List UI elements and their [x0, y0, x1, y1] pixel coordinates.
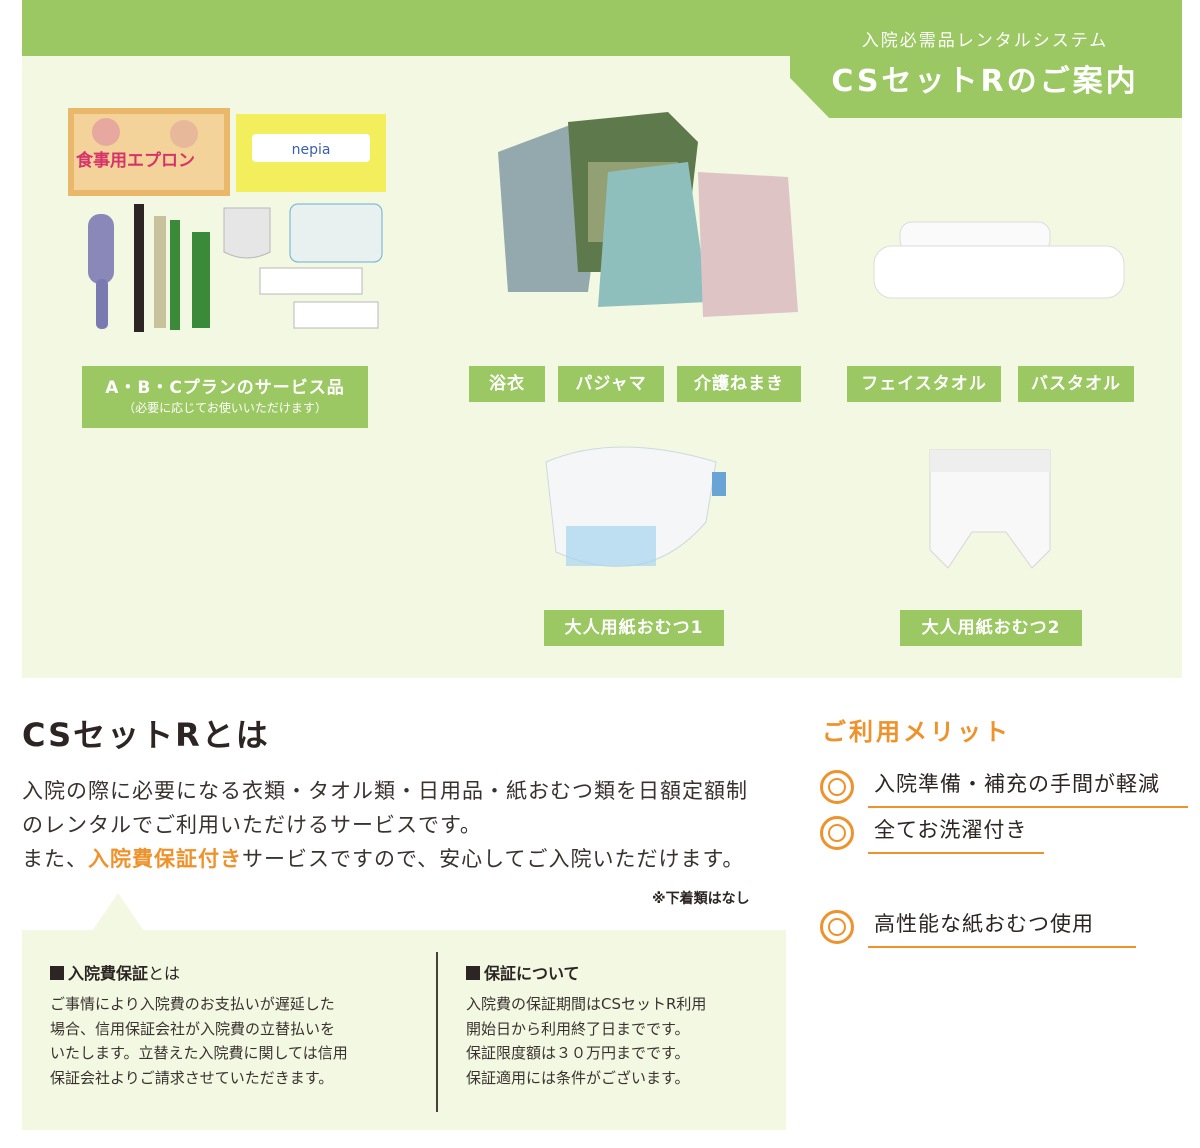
label-kaigo-nemaki: 介護ねまき	[677, 366, 801, 402]
guarantee-heading: 入院費保証とは	[50, 960, 180, 984]
square-bullet-icon	[50, 966, 64, 980]
underwear-note: ※下着類はなし	[652, 891, 750, 907]
about-line-2: のレンタルでご利用いただけるサービスです。	[22, 813, 482, 837]
header-title: CSセットRのご案内	[831, 64, 1139, 99]
merits-title: ご利用メリット	[822, 718, 1011, 746]
about-guarantee-body: 入院費の保証期間はCSセットR利用 開始日から利用終了日までです。 保証限度額は…	[466, 992, 706, 1090]
label-yukata: 浴衣	[469, 366, 545, 402]
about-guarantee-heading-text: 保証について	[484, 964, 580, 983]
label-amenity-note: （必要に応じてお使いいただけます）	[123, 401, 327, 415]
tissue-brand-text: nepia	[292, 142, 331, 158]
merit-underline	[868, 946, 1136, 948]
guarantee-body-line: いたします。立替えた入院費に関しては信用	[50, 1044, 348, 1062]
about-description: 入院の際に必要になる衣類・タオル類・日用品・紙おむつ類を日額定額制 のレンタルで…	[22, 774, 792, 876]
label-amenity: A・B・Cプランのサービス品 （必要に応じてお使いいただけます）	[82, 366, 368, 428]
merit-underline	[868, 852, 1044, 854]
about-line-1: 入院の際に必要になる衣類・タオル類・日用品・紙おむつ類を日額定額制	[22, 779, 748, 803]
guarantee-callout	[22, 930, 786, 1130]
label-pajama: パジャマ	[558, 366, 664, 402]
guarantee-body-line: ご事情により入院費のお支払いが遅延した	[50, 995, 335, 1013]
guarantee-heading-rest: とは	[148, 964, 181, 983]
label-face-towel: フェイスタオル	[847, 366, 1001, 402]
amenity-goods-image: 食事用エプロン nepia	[68, 108, 386, 332]
apron-package-text: 食事用エプロン	[76, 150, 195, 171]
about-highlight: 入院費保証付き	[88, 847, 242, 871]
guarantee-body-line: 場合、信用保証会社が入院費の立替払いを	[50, 1019, 336, 1038]
about-guarantee-line: 入院費の保証期間はCSセットR利用	[466, 995, 707, 1013]
title-tab	[790, 0, 1182, 118]
clothes-image	[498, 112, 798, 317]
double-circle-icon	[820, 910, 854, 944]
diaper-2-image	[929, 449, 1051, 569]
merit-item: 全てお洗濯付き	[820, 814, 1060, 854]
callout-pointer	[92, 893, 144, 931]
about-guarantee-line: 開始日から利用終了日までです。	[466, 1019, 690, 1038]
label-amenity-text: A・B・Cプランのサービス品	[105, 378, 345, 398]
merit-text: 高性能な紙おむつ使用	[874, 912, 1094, 936]
about-guarantee-line: 保証限度額は３０万円までです。	[466, 1044, 690, 1062]
about-title: CSセットRとは	[22, 716, 270, 754]
merit-text: 全てお洗濯付き	[874, 818, 1028, 842]
about-guarantee-heading: 保証について	[466, 960, 580, 984]
guarantee-body: ご事情により入院費のお支払いが遅延した 場合、信用保証会社が入院費の立替払いを …	[50, 992, 348, 1090]
diaper-1-image	[545, 446, 726, 568]
about-line-3-b: サービスですので、安心してご入院いただけます。	[242, 847, 745, 871]
guarantee-heading-bold: 入院費保証	[68, 964, 149, 983]
merit-underline	[868, 806, 1188, 808]
towels-image	[873, 221, 1125, 299]
about-guarantee-line: 保証適用には条件がございます。	[466, 1068, 690, 1087]
merit-item: 入院準備・補充の手間が軽減	[820, 768, 1190, 808]
label-diaper-2: 大人用紙おむつ2	[900, 610, 1082, 646]
header-subtitle: 入院必需品レンタルシステム	[861, 31, 1109, 51]
merit-text: 入院準備・補充の手間が軽減	[874, 772, 1160, 796]
guarantee-body-line: 保証会社よりご請求させていただきます。	[50, 1068, 334, 1087]
about-line-3: また、入院費保証付きサービスですので、安心してご入院いただけます。	[22, 842, 792, 876]
label-bath-towel: バスタオル	[1018, 366, 1134, 402]
double-circle-icon	[820, 816, 854, 850]
callout-divider	[436, 952, 438, 1112]
label-diaper-1: 大人用紙おむつ1	[544, 610, 724, 646]
square-bullet-icon	[466, 966, 480, 980]
about-line-3-a: また、	[22, 847, 88, 871]
merit-item: 高性能な紙おむつ使用	[820, 908, 1150, 948]
double-circle-icon	[820, 770, 854, 804]
